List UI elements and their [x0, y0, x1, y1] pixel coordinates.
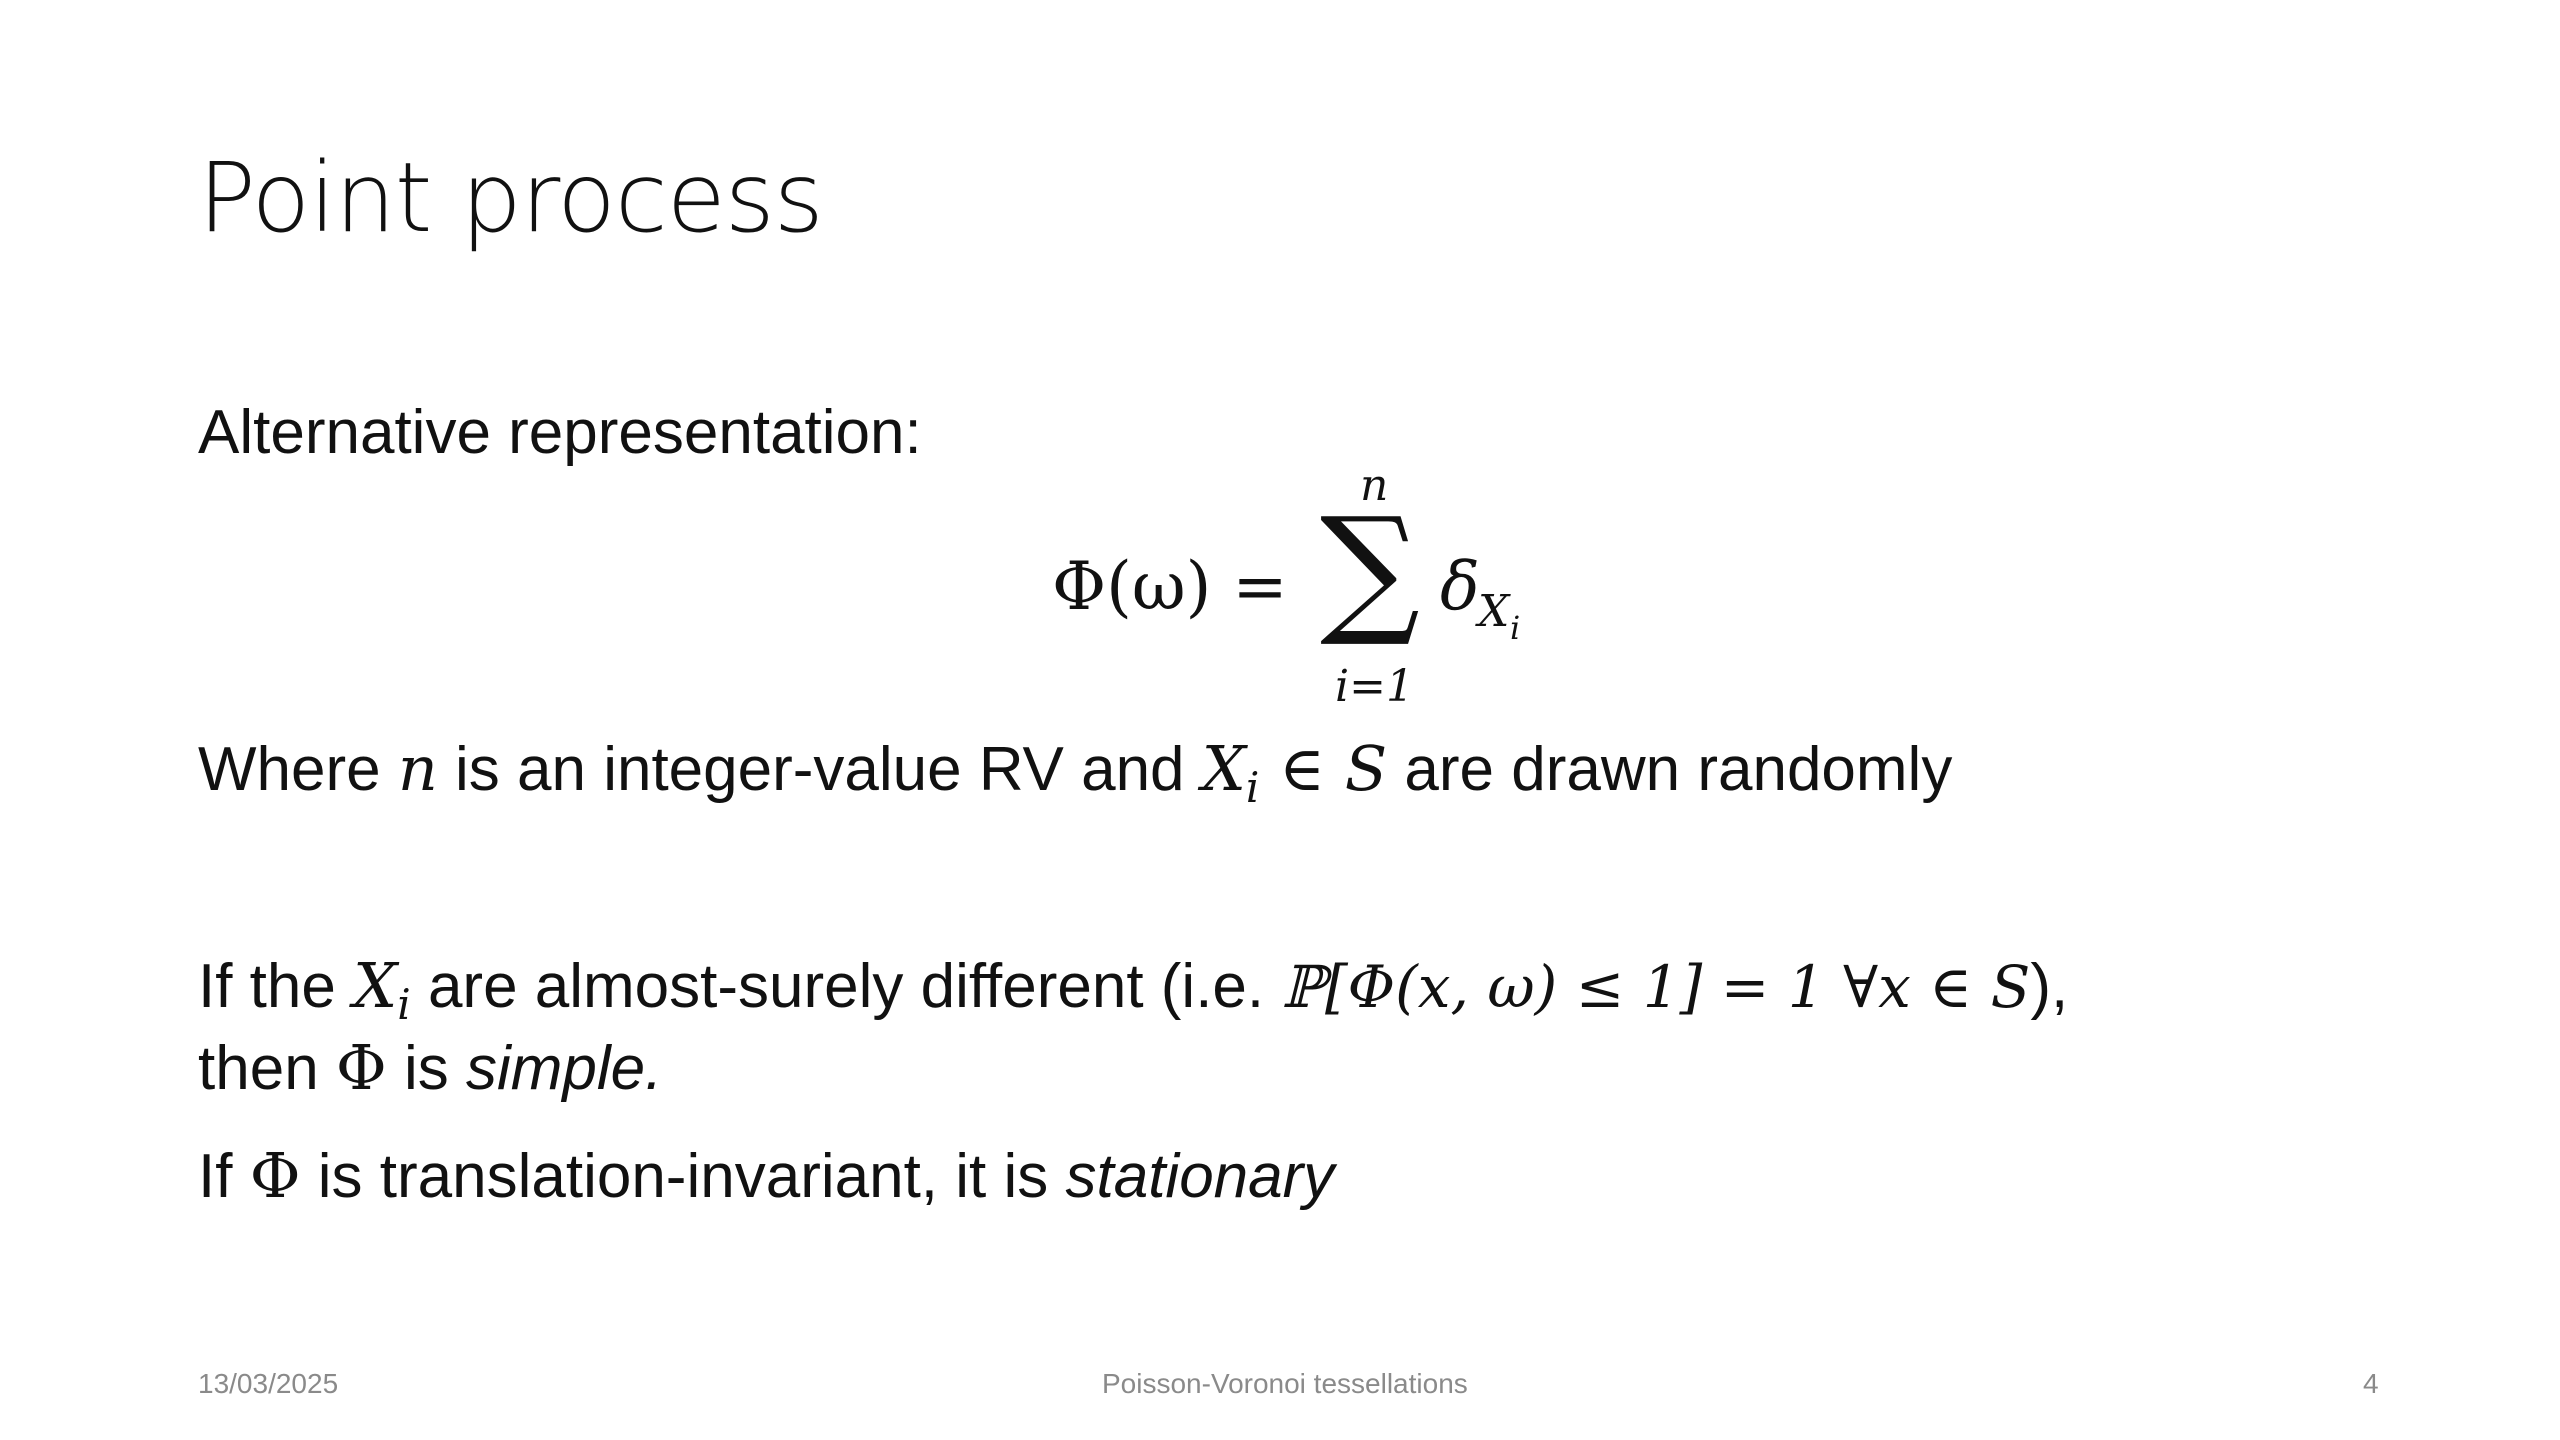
- phi-symbol: Φ: [249, 1139, 301, 1212]
- stationary-term: stationary: [1065, 1142, 1335, 1211]
- equation-lhs: Φ(ω) =: [1052, 548, 1288, 625]
- simple-text-5: is: [386, 1034, 466, 1103]
- simple-text-4: then: [198, 1034, 336, 1103]
- var-X-subscript: i: [397, 979, 411, 1029]
- stationary-text-1: If: [198, 1142, 250, 1211]
- delta-subscript-i: i: [1510, 609, 1521, 647]
- intro-text: Alternative representation:: [198, 398, 922, 467]
- sum-lower-limit: i=1: [1335, 661, 1414, 712]
- footer-page-number: 4: [2363, 1368, 2379, 1399]
- where-text-2: is an integer-value RV and: [437, 735, 1202, 804]
- where-line: Where n is an integer-value RV and Xi ∈ …: [198, 735, 1953, 809]
- delta-subscript-X: X: [1478, 586, 1510, 637]
- footer-date: 13/03/2025: [198, 1368, 339, 1399]
- simple-line-2: then Φ is simple.: [198, 1037, 662, 1100]
- slide-title: Point process: [198, 142, 824, 254]
- stationary-text-2: is translation-invariant, it is: [300, 1142, 1066, 1211]
- simple-text-3: ),: [2030, 952, 2069, 1021]
- delta-symbol: δ: [1440, 548, 1480, 625]
- sum-upper-limit: n: [1360, 460, 1389, 511]
- sum-operator: ∑: [1320, 488, 1420, 651]
- probability-expression: ℙ[Φ(x, ω) ≤ 1] = 1 ∀x ∈ S: [1281, 953, 2031, 1021]
- simple-term: simple.: [465, 1034, 663, 1103]
- footer-title: Poisson-Voronoi tessellations: [1102, 1368, 1468, 1399]
- var-X: X: [1201, 732, 1246, 805]
- simple-line-1: If the Xi are almost-surely different (i…: [198, 952, 2069, 1026]
- element-of-symbol: ∈: [1259, 732, 1345, 805]
- var-n: n: [397, 732, 438, 805]
- simple-text-1: If the: [198, 952, 354, 1021]
- where-text-1: Where: [198, 735, 398, 804]
- phi-symbol: Φ: [335, 1031, 387, 1104]
- stationary-line: If Φ is translation-invariant, it is sta…: [198, 1145, 1334, 1208]
- var-S: S: [1344, 732, 1388, 805]
- var-X: X: [353, 949, 398, 1022]
- simple-text-2: are almost-surely different (i.e.: [410, 952, 1282, 1021]
- where-text-3: are drawn randomly: [1387, 735, 1953, 804]
- var-X-subscript: i: [1245, 762, 1260, 812]
